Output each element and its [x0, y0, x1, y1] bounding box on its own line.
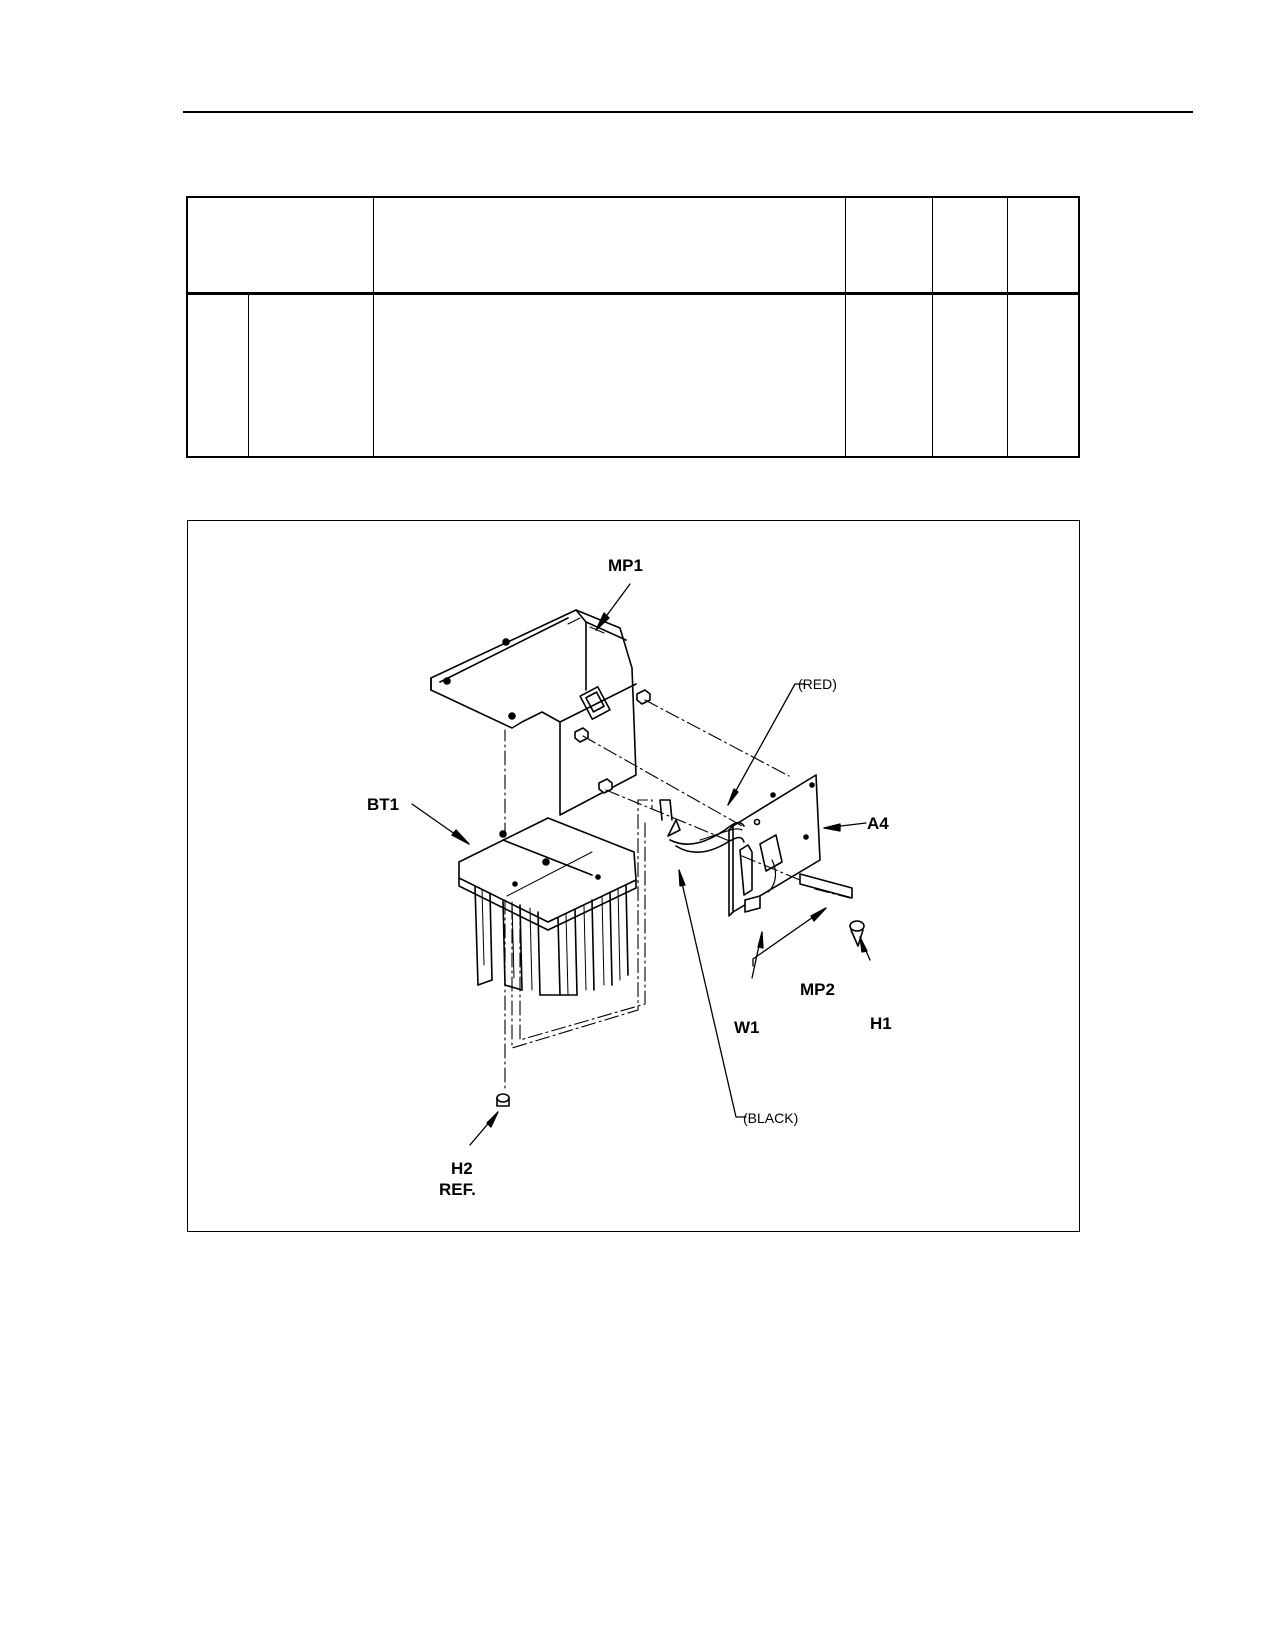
parts-list-table	[186, 196, 1080, 458]
assembly-lines	[504, 699, 851, 1091]
table-column-divider	[1007, 198, 1008, 456]
insulator-mp2-drawing	[799, 873, 853, 899]
callout-a4: A4	[867, 814, 889, 833]
table-header-separator	[188, 292, 1078, 295]
callout-h1: H1	[870, 1014, 892, 1033]
screw-h2-drawing	[496, 1093, 510, 1107]
callout-black-wire: (BLACK)	[743, 1110, 799, 1126]
bracket-mp1-drawing	[430, 609, 651, 816]
leader-lines	[411, 583, 871, 1146]
callout-bt1: BT1	[367, 795, 400, 814]
table-column-divider	[932, 198, 933, 456]
callout-ref: REF.	[439, 1180, 476, 1199]
board-a4-drawing	[728, 774, 821, 917]
callout-red-wire: (RED)	[798, 676, 837, 692]
callout-mp1: MP1	[608, 556, 643, 575]
callout-w1: W1	[734, 1018, 760, 1037]
battery-bt1-drawing	[458, 817, 637, 996]
table-column-divider	[845, 198, 846, 456]
screw-h1-drawing	[849, 920, 865, 947]
battery-wires-drawing	[659, 799, 745, 853]
callout-h2: H2	[451, 1159, 473, 1178]
table-column-divider	[373, 198, 374, 456]
header-rule	[183, 111, 1193, 113]
figure-frame	[187, 520, 1080, 1232]
callout-mp2: MP2	[800, 980, 835, 999]
table-column-divider	[248, 292, 249, 456]
